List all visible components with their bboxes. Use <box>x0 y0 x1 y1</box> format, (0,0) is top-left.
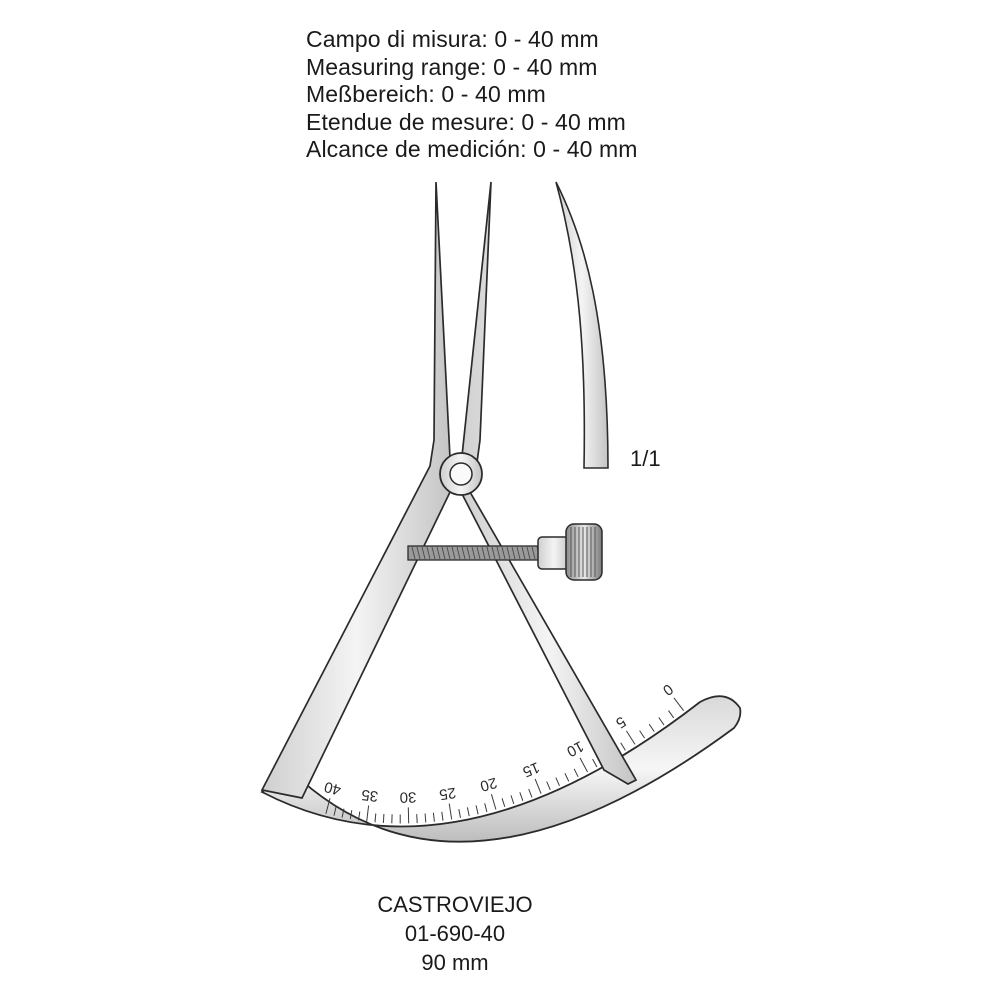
scale-tick <box>592 758 598 768</box>
scale-label: 35 <box>361 786 380 805</box>
thread-line <box>501 546 506 560</box>
scale-label: 5 <box>613 713 629 732</box>
scale-label: 20 <box>478 774 499 795</box>
thread-line <box>426 546 431 560</box>
thread-line <box>466 546 471 560</box>
scale-tick <box>579 757 588 773</box>
thread-line <box>441 546 446 560</box>
thread-line <box>421 546 426 560</box>
range-line-italian: Campo di misura: 0 - 40 mm <box>306 26 599 52</box>
thread-line <box>461 546 466 560</box>
scale-tick <box>484 803 488 813</box>
scale-tick <box>374 813 377 823</box>
scale-tick <box>333 806 337 816</box>
scale-tick <box>648 723 655 732</box>
scale-tick <box>349 810 353 820</box>
scale-label: 0 <box>659 680 676 699</box>
scale-label: 15 <box>520 758 542 780</box>
thread-line <box>486 546 491 560</box>
scale-tick <box>466 807 470 817</box>
product-code: 01-690-40 <box>404 921 506 946</box>
scale-tick <box>625 730 636 745</box>
scale-label: 25 <box>438 784 457 803</box>
thread-line <box>516 546 521 560</box>
scale-tick <box>341 808 345 818</box>
thread-line <box>481 546 486 560</box>
measuring-range-block: Campo di misura: 0 - 40 mm Measuring ran… <box>306 26 638 164</box>
pivot-screw <box>449 462 473 486</box>
thread-line <box>416 546 421 560</box>
scale-label: 10 <box>564 737 587 760</box>
scale-tick <box>458 809 461 818</box>
screw-thread <box>411 546 541 560</box>
scale-tick <box>501 798 506 808</box>
scale-labels: 0 5 10 15 20 25 30 35 40 <box>322 680 676 805</box>
scale-tick <box>668 710 675 719</box>
left-arm <box>260 181 453 799</box>
scale-tick <box>620 742 626 751</box>
range-line-spanish: Alcance de medición: 0 - 40 mm <box>306 136 638 162</box>
scale-tick <box>490 794 497 810</box>
thread-line <box>496 546 501 560</box>
scale-tick <box>510 795 515 805</box>
knurl-pattern <box>570 527 596 577</box>
thread-line <box>521 546 526 560</box>
scale-tick <box>528 788 533 798</box>
scale-tick <box>358 811 361 821</box>
scale-tick <box>424 813 427 823</box>
thread-line <box>411 546 416 560</box>
graduated-arc-scale <box>260 695 742 843</box>
screw-collar <box>537 536 571 570</box>
tip-profile-view <box>555 181 609 469</box>
scale-tick <box>382 813 385 823</box>
range-line-english: Measuring range: 0 - 40 mm <box>306 53 598 80</box>
scale-tick <box>366 805 370 822</box>
product-name: CASTROVIEJO <box>377 892 533 917</box>
thread-line <box>491 546 496 560</box>
thread-line <box>506 546 511 560</box>
thread-line <box>436 546 441 560</box>
scale-tick <box>546 781 551 791</box>
product-length: 90 mm <box>421 950 489 975</box>
range-line-german: Meßbereich: 0 - 40 mm <box>306 81 546 107</box>
thread-line <box>446 546 451 560</box>
thread-line <box>456 546 461 560</box>
scale-tick <box>564 773 570 782</box>
scale-tick <box>555 777 560 787</box>
thread-line <box>531 546 536 560</box>
range-line-french: Etendue de mesure: 0 - 40 mm <box>306 108 626 135</box>
thread-line <box>451 546 456 560</box>
scale-tick <box>448 803 453 820</box>
right-arm <box>459 181 638 785</box>
scale-tick <box>658 717 665 726</box>
scale-tick <box>573 768 579 778</box>
thread-line <box>471 546 476 560</box>
thread-line <box>476 546 481 560</box>
scale-label: 40 <box>322 778 342 799</box>
scale-label: 30 <box>399 788 416 805</box>
scale-tick <box>441 811 444 821</box>
scale-tick <box>325 798 331 814</box>
scale-tick <box>639 730 646 739</box>
scale-tick <box>416 814 418 824</box>
scale-tick <box>673 697 684 712</box>
scale-tick <box>432 812 435 822</box>
thread-line <box>511 546 516 560</box>
scale-tick <box>475 805 479 815</box>
scale-tick <box>519 792 524 801</box>
scale-note: 1/1 <box>630 446 661 471</box>
thread-line <box>526 546 531 560</box>
thread-line <box>431 546 436 560</box>
product-info: CASTROVIEJO 01-690-40 90 mm <box>340 890 570 977</box>
scale-tick <box>534 778 542 794</box>
